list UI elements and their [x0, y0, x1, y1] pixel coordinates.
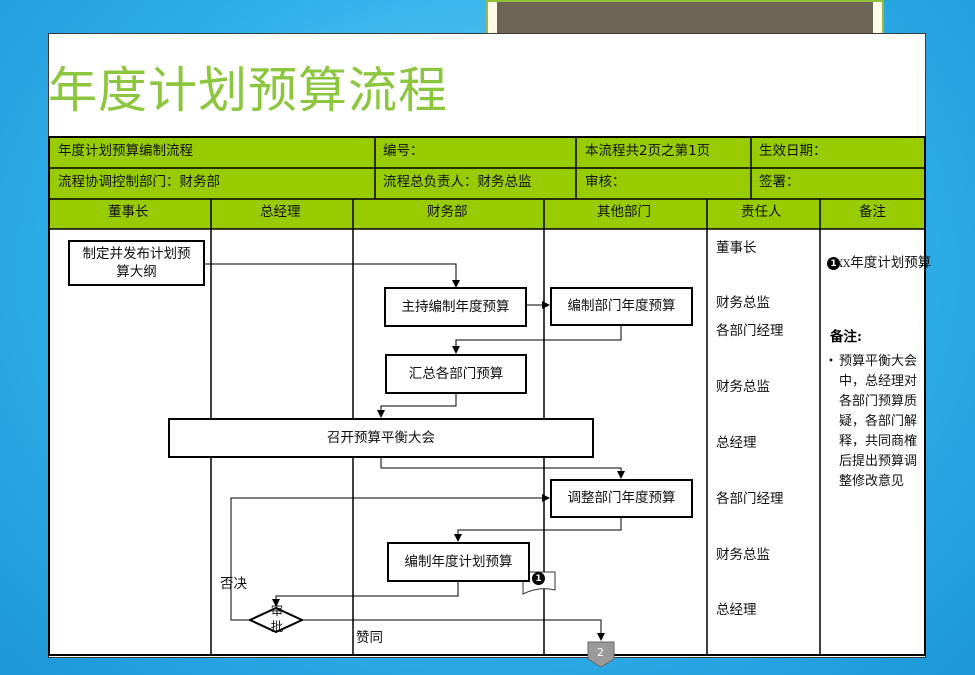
step-summarize-budgets: 汇总各部门预算	[385, 354, 527, 394]
column-header-responsible: 责任人	[741, 204, 782, 220]
off-page-connector	[587, 641, 615, 668]
reject-label: 否决	[220, 576, 247, 592]
note-ref-text: 年度计划预算	[850, 255, 932, 271]
page-title: 年度计划预算流程	[48, 62, 449, 119]
column-header-chairman: 董事长	[108, 204, 149, 220]
step-publish-outline: 制定并发布计划预算大纲	[68, 240, 205, 286]
decision-label: 审批	[270, 603, 284, 634]
note-ref-label: XX年度计划预算	[836, 255, 931, 273]
sign-label: 签署：	[759, 174, 800, 190]
responsible-2: 财务总监	[716, 295, 770, 311]
flow-s4-s5	[377, 394, 457, 418]
review-label: 审核：	[585, 174, 626, 190]
responsible-3: 各部门经理	[716, 323, 784, 339]
notes-body: • 预算平衡大会中，总经理对各部门预算质疑，各部门解释，共同商榷后提出预算调整修…	[828, 352, 918, 492]
responsible-1: 董事长	[716, 240, 757, 256]
process-name: 年度计划预算编制流程	[58, 143, 193, 159]
notes-text: 预算平衡大会中，总经理对各部门预算质疑，各部门解释，共同商榷后提出预算调整修改意…	[839, 354, 918, 489]
flow-s7-decision	[272, 582, 459, 607]
flow-s1-s2	[205, 263, 460, 288]
step-adjust-dept-budget: 调整部门年度预算	[550, 479, 693, 518]
notes-title: 备注:	[830, 329, 862, 345]
flow-s5-s6	[380, 458, 625, 479]
column-header-notes: 备注	[859, 204, 886, 220]
step-balance-meeting: 召开预算平衡大会	[168, 418, 594, 458]
bullet-icon: •	[828, 356, 834, 367]
responsible-6: 各部门经理	[716, 491, 784, 507]
flow-s6-s7	[454, 518, 622, 542]
step-dept-annual-budget: 编制部门年度预算	[550, 287, 693, 326]
off-page-number: 2	[597, 646, 604, 659]
flow-approve	[302, 619, 605, 641]
responsible-5: 总经理	[716, 435, 757, 451]
note-ref-marker: 1	[827, 257, 840, 270]
column-header-other-depts: 其他部门	[597, 204, 651, 220]
step-compile-plan-budget: 编制年度计划预算	[387, 542, 530, 582]
effective-date: 生效日期：	[759, 143, 827, 159]
flow-reject-loop	[230, 494, 550, 621]
process-owner: 流程总负责人：财务总监	[383, 174, 532, 190]
responsible-7: 财务总监	[716, 547, 770, 563]
process-number: 编号：	[383, 143, 424, 159]
page-info: 本流程共2页之第1页	[585, 143, 711, 159]
approve-label: 赞同	[356, 630, 383, 646]
reference-marker-1: 1	[532, 572, 545, 585]
note-ref-prefix: XX	[836, 259, 851, 270]
responsible-8: 总经理	[716, 602, 757, 618]
column-header-finance: 财务部	[427, 204, 468, 220]
flow-s3-s4	[452, 326, 622, 354]
responsible-4: 财务总监	[716, 379, 770, 395]
column-header-gm: 总经理	[260, 204, 301, 220]
column-header-row	[49, 199, 925, 229]
coord-dept: 流程协调控制部门：财务部	[58, 174, 220, 190]
table-border	[48, 136, 926, 656]
step-host-annual-budget: 主持编制年度预算	[384, 287, 527, 327]
decision-diamond	[247, 606, 305, 634]
